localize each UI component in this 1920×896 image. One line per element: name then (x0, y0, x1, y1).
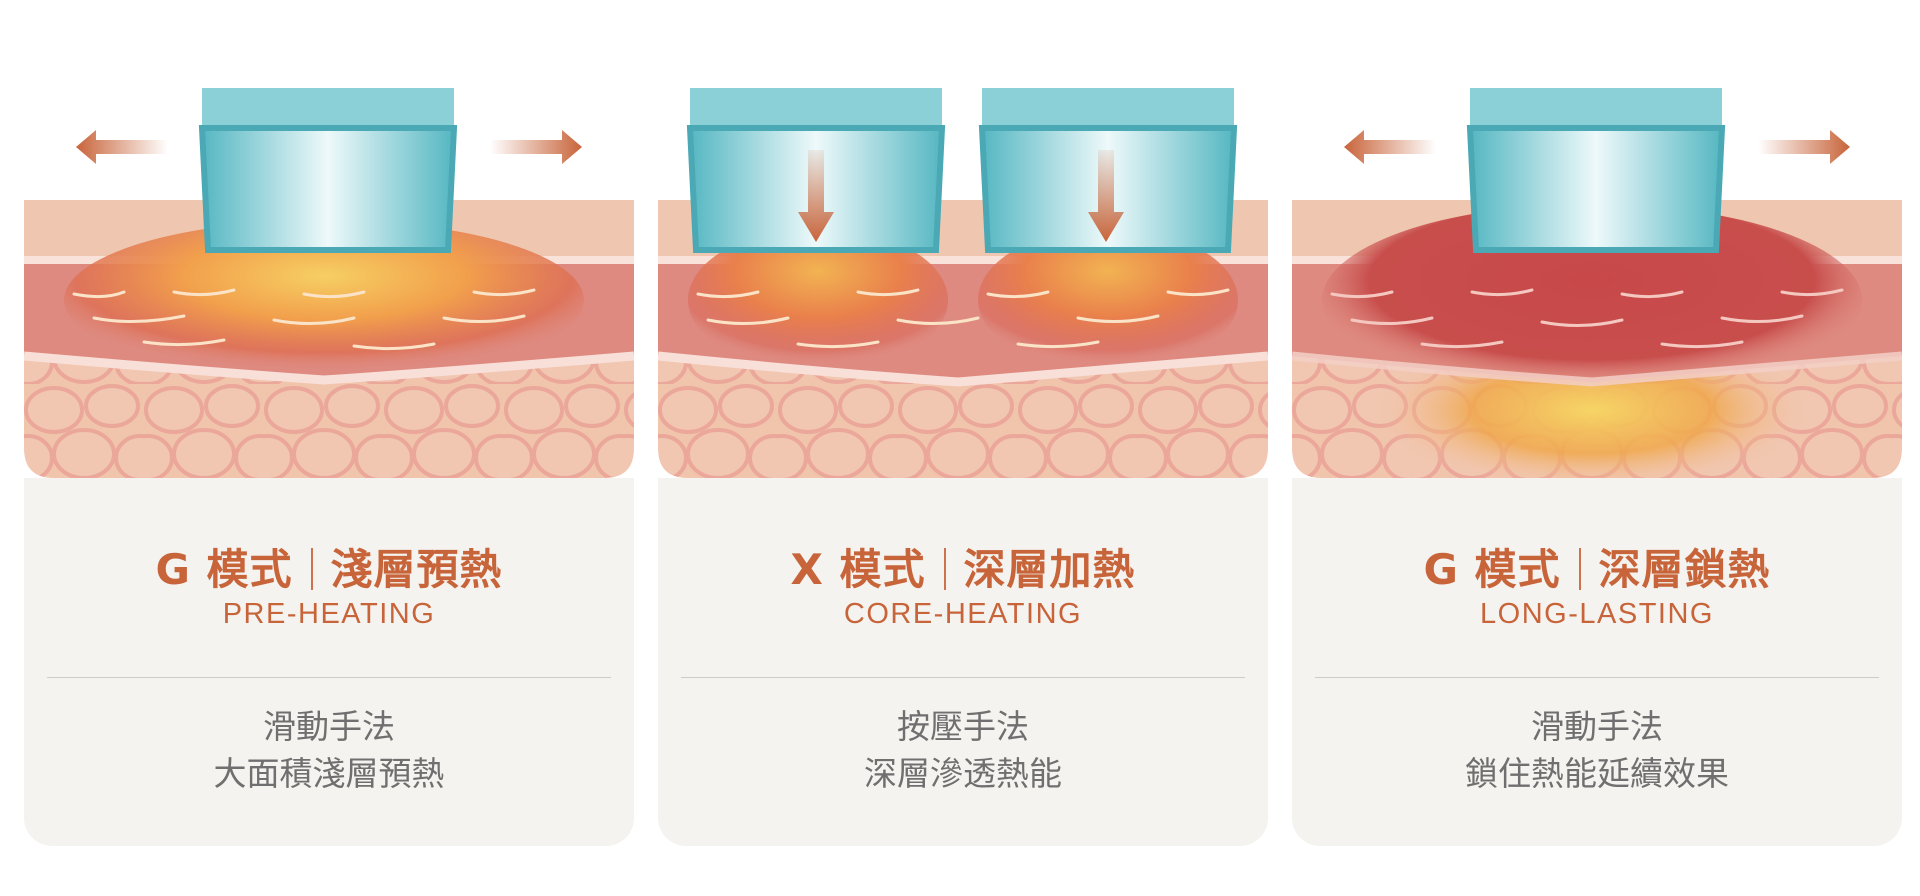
device-head (198, 88, 458, 253)
desc-line-1: 滑動手法 (263, 707, 395, 746)
left-arrow-icon (76, 130, 168, 164)
desc-line-1: 按壓手法 (897, 707, 1029, 746)
mode-title: X 模式深層加熱 (658, 536, 1268, 597)
divider (47, 677, 611, 678)
mode-title: G 模式深層鎖熱 (1292, 536, 1902, 597)
heat-zone-left (688, 228, 948, 372)
mode-label: G 模式 (1423, 545, 1561, 594)
right-arrow-icon (1758, 130, 1850, 164)
mode-subtitle: PRE-HEATING (222, 598, 436, 630)
mode-title: G 模式淺層預熱 (24, 536, 634, 597)
mode-card: X 模式深層加熱 CORE-HEATING 按壓手法 深層滲透熱能 (658, 478, 1268, 846)
down-arrow-icon (798, 150, 834, 242)
desc-line-2: 鎖住熱能延續效果 (1465, 754, 1729, 793)
mode-label: G 模式 (155, 545, 293, 594)
heat-zone (64, 220, 584, 380)
right-arrow-icon (490, 130, 582, 164)
divider (681, 677, 1245, 678)
mode-subtitle: CORE-HEATING (843, 598, 1083, 630)
mode-subtitle: LONG-LASTING (1480, 598, 1714, 630)
heat-zone-right (978, 228, 1238, 372)
title-separator (943, 548, 946, 590)
mode-name: 淺層預熱 (330, 545, 503, 594)
desc-line-1: 滑動手法 (1531, 707, 1663, 746)
left-arrow-icon (1344, 130, 1436, 164)
desc-line-2: 深層滲透熱能 (864, 754, 1062, 793)
panel-pre-heating: G 模式淺層預熱 PRE-HEATING 滑動手法 大面積淺層預熱 (24, 0, 634, 896)
title-separator (310, 548, 313, 590)
device-head (1466, 88, 1726, 253)
desc-line-2: 大面積淺層預熱 (213, 754, 445, 793)
mode-name: 深層鎖熱 (1598, 545, 1771, 594)
mode-card: G 模式淺層預熱 PRE-HEATING 滑動手法 大面積淺層預熱 (24, 478, 634, 846)
skin-illustration (1292, 88, 1902, 478)
divider (1315, 677, 1879, 678)
title-separator (1578, 548, 1581, 590)
down-arrow-icon (1088, 150, 1124, 242)
mode-name: 深層加熱 (963, 545, 1136, 594)
mode-card: G 模式深層鎖熱 LONG-LASTING 滑動手法 鎖住熱能延續效果 (1292, 478, 1902, 846)
mode-description: 按壓手法 深層滲透熱能 (658, 703, 1268, 797)
mode-label: X 模式 (790, 545, 926, 594)
panel-long-lasting: G 模式深層鎖熱 LONG-LASTING 滑動手法 鎖住熱能延續效果 (1292, 0, 1902, 896)
skin-illustration (24, 88, 634, 478)
mode-description: 滑動手法 鎖住熱能延續效果 (1292, 703, 1902, 797)
skin-illustration (658, 88, 1268, 478)
panel-core-heating: X 模式深層加熱 CORE-HEATING 按壓手法 深層滲透熱能 (658, 0, 1268, 896)
mode-description: 滑動手法 大面積淺層預熱 (24, 703, 634, 797)
